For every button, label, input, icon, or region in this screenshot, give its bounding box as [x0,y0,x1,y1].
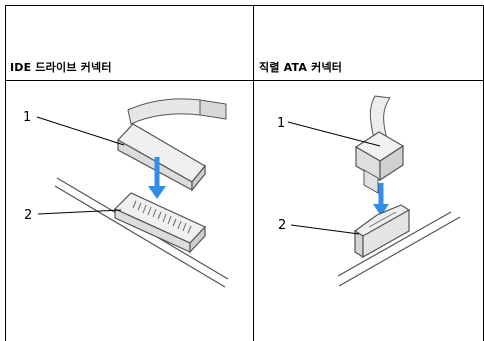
sata-connector-header: 직렬 ATA 커넥터 [259,61,343,74]
table-border-top [5,5,484,6]
table-border-left [5,5,6,341]
ide-callout-1: 1 [23,110,31,125]
ide-connector-header: IDE 드라이브 커넥터 [10,61,112,74]
sata-callout-2: 2 [278,218,286,233]
sata-callout-1: 1 [277,116,285,131]
ide-callout-2: 2 [24,208,32,223]
table-divider-horizontal [5,80,484,81]
sata-connector-illustration: 1 2 [277,95,461,287]
ide-connector-illustration: 1 2 [23,98,229,288]
table-divider-vertical [253,5,254,341]
